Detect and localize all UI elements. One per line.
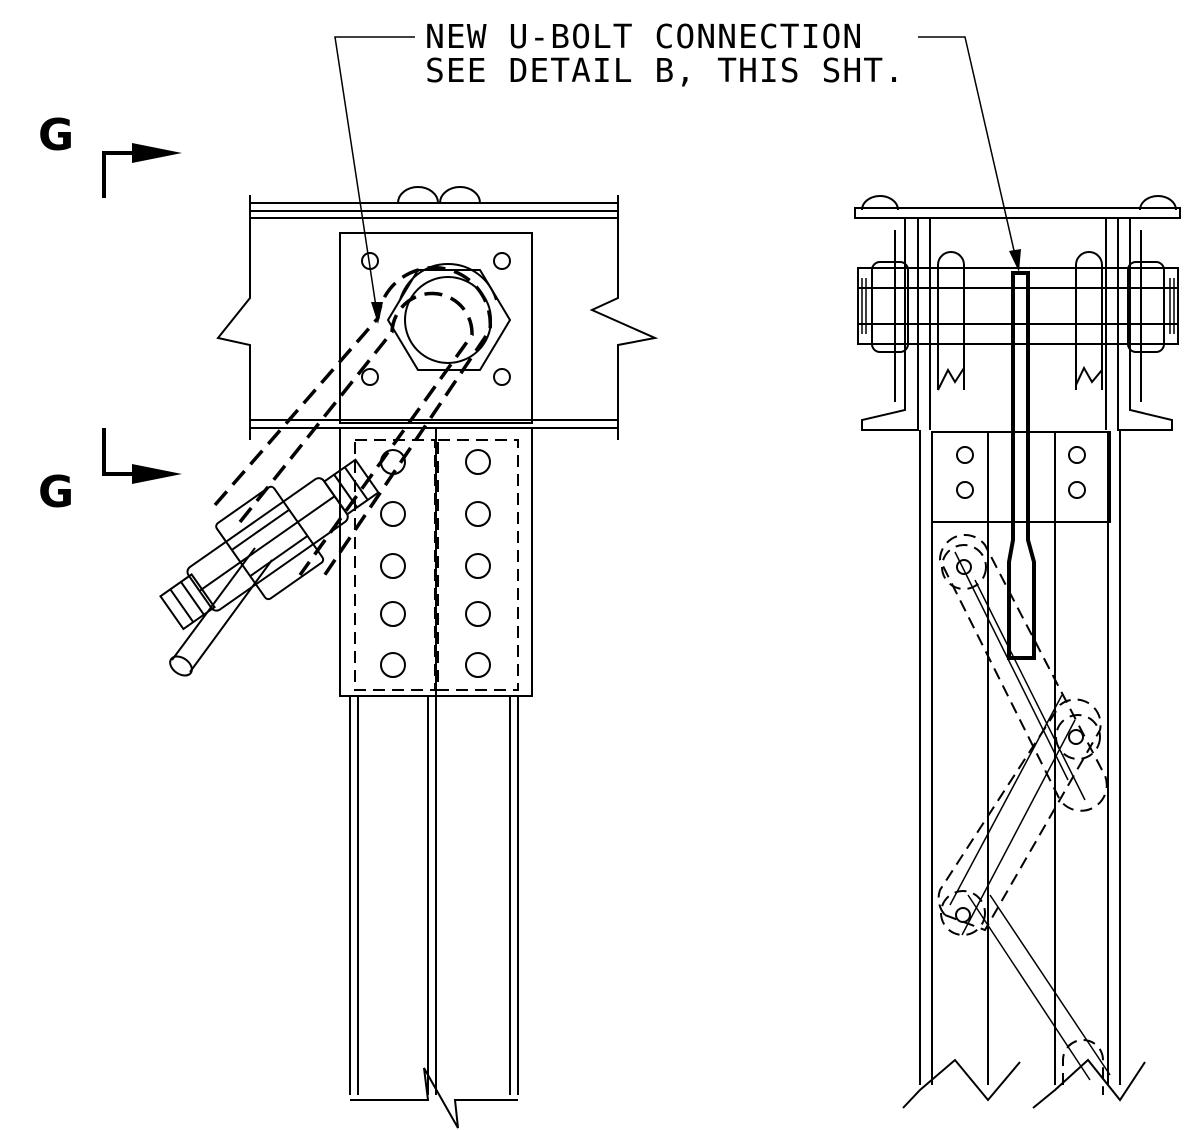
vertical-channels <box>919 430 1121 1085</box>
channel-bolt-holes <box>956 446 1086 499</box>
leader-right <box>918 36 1019 269</box>
lacing-pins <box>940 544 1101 936</box>
splice-bolt-holes <box>380 449 491 678</box>
top-flange <box>854 207 1181 219</box>
rivet-head <box>1139 195 1177 211</box>
horizontal-beam <box>216 195 659 440</box>
u-bolt <box>213 266 493 583</box>
section-label-top: G <box>38 110 74 161</box>
hidden-plate-right <box>437 439 519 691</box>
left-elevation-view <box>159 186 659 1129</box>
leader-left <box>334 36 415 321</box>
section-label-bottom: G <box>38 467 74 518</box>
rivet-head <box>397 186 439 204</box>
callout-note: NEW U-BOLT CONNECTION SEE DETAIL B, THIS… <box>425 17 905 90</box>
u-bolt-clamp <box>159 458 380 631</box>
section-mark-bottom: G <box>38 428 182 518</box>
callout-line-1: NEW U-BOLT CONNECTION <box>425 17 863 56</box>
section-mark-top: G <box>38 110 182 198</box>
section-arrow-top <box>132 143 182 163</box>
callout-line-2: SEE DETAIL B, THIS SHT. <box>425 51 905 90</box>
rivet-head <box>439 186 481 204</box>
vertical-member <box>349 696 519 1129</box>
pin-side-view <box>857 261 1179 353</box>
right-elevation-view <box>854 195 1181 1109</box>
hidden-lacing <box>937 534 1108 1095</box>
hex-nut <box>386 269 512 371</box>
rivet-head <box>861 195 899 211</box>
section-arrow-bottom <box>132 464 182 484</box>
gusset-bolt-holes <box>361 252 511 386</box>
gusset-plate <box>339 232 533 424</box>
hanger-rod <box>169 547 273 677</box>
bottom-break <box>902 1058 1146 1109</box>
u-bolt-rod-side <box>1007 271 1036 660</box>
side-angles <box>861 218 1173 431</box>
leader-right-arrow <box>1009 249 1021 272</box>
eyebar-slots <box>937 251 1103 391</box>
